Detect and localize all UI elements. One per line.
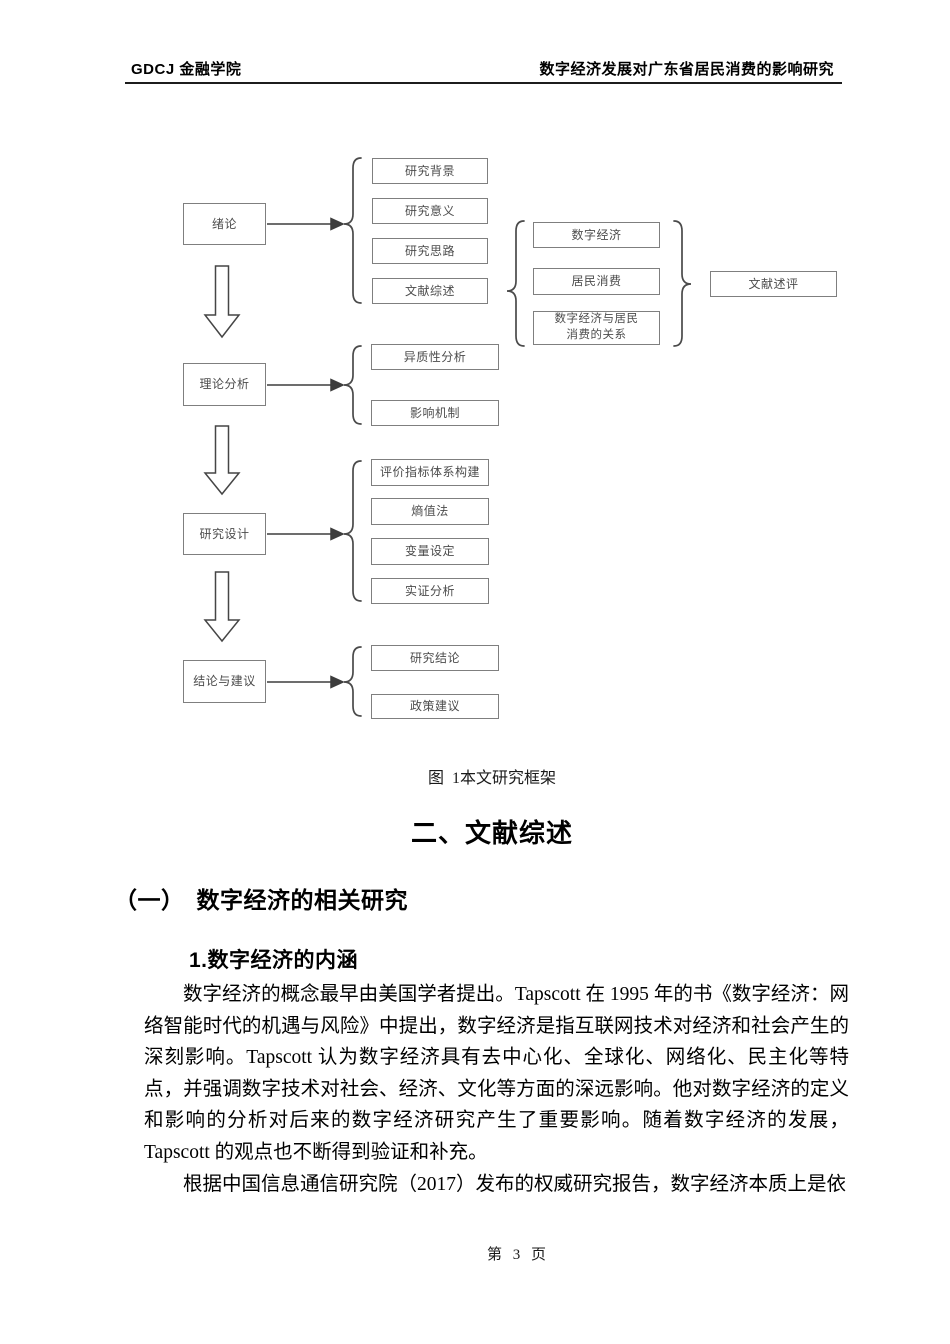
body-text: 数字经济的概念最早由美国学者提出。Tapscott 在 1995 年的书《数字经… bbox=[144, 979, 849, 1200]
subsection-heading: （一） 数字经济的相关研究 bbox=[114, 887, 408, 913]
node-mechanism: 影响机制 bbox=[371, 400, 499, 426]
paragraph-2: 根据中国信息通信研究院（2017）发布的权威研究报告，数字经济本质上是依 bbox=[183, 1173, 847, 1195]
header-title: 数字经济发展对广东省居民消费的影响研究 bbox=[539, 61, 834, 78]
node-conclusion: 结论与建议 bbox=[183, 660, 266, 703]
node-design: 研究设计 bbox=[183, 513, 266, 555]
node-heterogeneity: 异质性分析 bbox=[371, 344, 499, 370]
node-digital-economy: 数字经济 bbox=[533, 222, 660, 248]
node-findings: 研究结论 bbox=[371, 645, 499, 671]
node-entropy: 熵值法 bbox=[371, 498, 489, 525]
node-relationship: 数字经济与居民 消费的关系 bbox=[533, 311, 660, 345]
diagram-connectors bbox=[203, 157, 692, 717]
node-background: 研究背景 bbox=[372, 158, 488, 184]
flow-arrow-icon bbox=[267, 217, 345, 689]
down-arrow-icon bbox=[203, 265, 241, 643]
header-school: GDCJ 金融学院 bbox=[131, 61, 242, 78]
node-variables: 变量设定 bbox=[371, 538, 489, 565]
node-index-system: 评价指标体系构建 bbox=[371, 459, 489, 486]
node-intro: 绪论 bbox=[183, 203, 266, 245]
node-literature: 文献综述 bbox=[372, 278, 488, 304]
paragraph-1: 数字经济的概念最早由美国学者提出。Tapscott 在 1995 年的书《数字经… bbox=[144, 984, 849, 1163]
page-header: GDCJ 金融学院 数字经济发展对广东省居民消费的影响研究 bbox=[125, 56, 842, 84]
node-empirical: 实证分析 bbox=[371, 578, 489, 604]
research-framework-diagram: 绪论 理论分析 研究设计 结论与建议 研究背景 研究意义 研究思路 文献综述 数… bbox=[183, 157, 837, 719]
page-footer: 第 3 页 bbox=[0, 1226, 950, 1281]
point-heading: 1.数字经济的内涵 bbox=[189, 949, 359, 972]
figure-caption: 图 1本文研究框架 bbox=[427, 770, 556, 787]
section-heading: 二、文献综述 bbox=[410, 818, 573, 848]
node-theory: 理论分析 bbox=[183, 363, 266, 406]
node-approach: 研究思路 bbox=[372, 238, 488, 264]
node-significance: 研究意义 bbox=[372, 198, 488, 224]
node-consumption: 居民消费 bbox=[533, 268, 660, 295]
node-review: 文献述评 bbox=[710, 271, 837, 297]
page-number: 第 3 页 bbox=[486, 1247, 546, 1263]
node-policy: 政策建议 bbox=[371, 694, 499, 719]
